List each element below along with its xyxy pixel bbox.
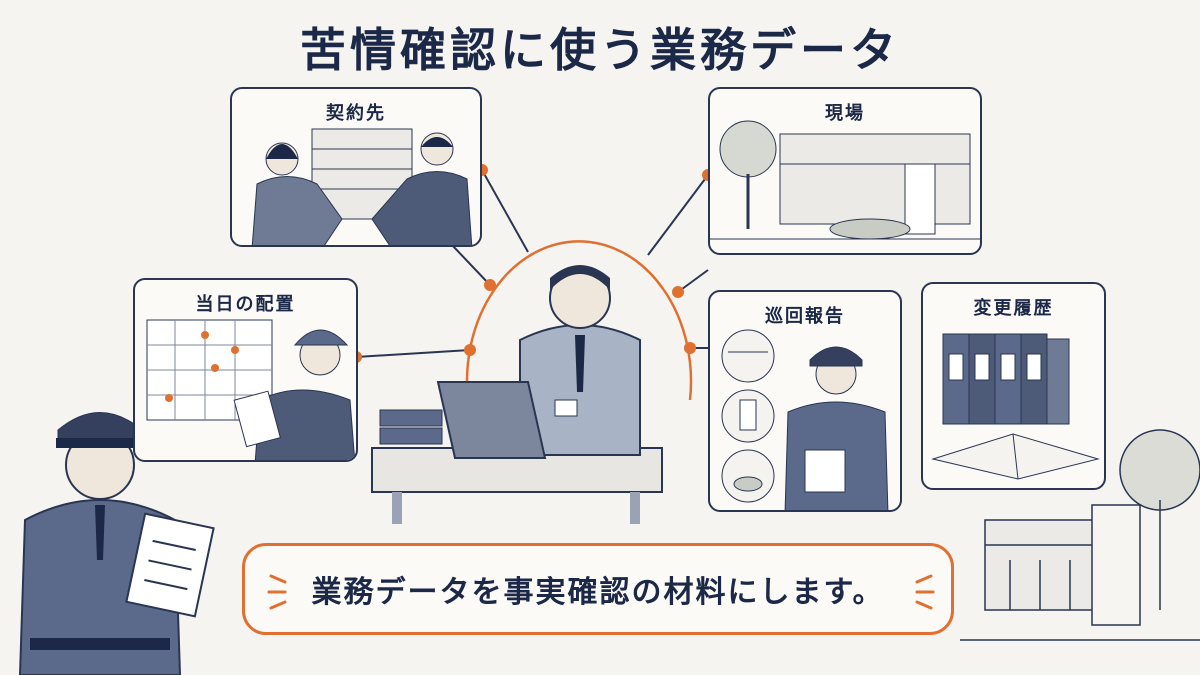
binders-illustration [931,333,1100,480]
panel-label-placement: 当日の配置 [195,294,296,315]
floor-map-illustration [146,319,356,460]
connector-contract [481,169,529,253]
left-guard-illustration [18,412,215,675]
connector-site [647,174,709,256]
connector-site-2 [677,269,709,293]
panel-history: 変更履歴 [921,282,1106,490]
building-illustration [960,429,1200,641]
panel-site: 現場 [708,87,982,255]
connector-contract-2 [451,244,491,286]
accent-marks [267,574,935,610]
handshake-illustration [251,128,473,245]
panel-label-site: 現場 [825,103,865,124]
site-building-illustration [710,120,980,240]
panel-contract: 契約先 [230,87,482,247]
panel-label-patrol: 巡回報告 [765,306,845,327]
message-box: 業務データを事実確認の材料にします。 [242,543,954,635]
center-arc [465,240,693,401]
panel-placement: 当日の配置 [133,278,358,462]
connector-placement [355,349,471,358]
page-title: 苦情確認に使う業務データ [300,23,900,77]
panel-patrol: 巡回報告 [708,290,902,512]
patrol-guard-illustration [721,329,889,510]
panel-label-contract: 契約先 [326,103,386,124]
center-guard-illustration [371,265,663,524]
panel-label-history: 変更履歴 [973,298,1054,319]
message-text: 業務データを事実確認の材料にします。 [311,575,885,610]
